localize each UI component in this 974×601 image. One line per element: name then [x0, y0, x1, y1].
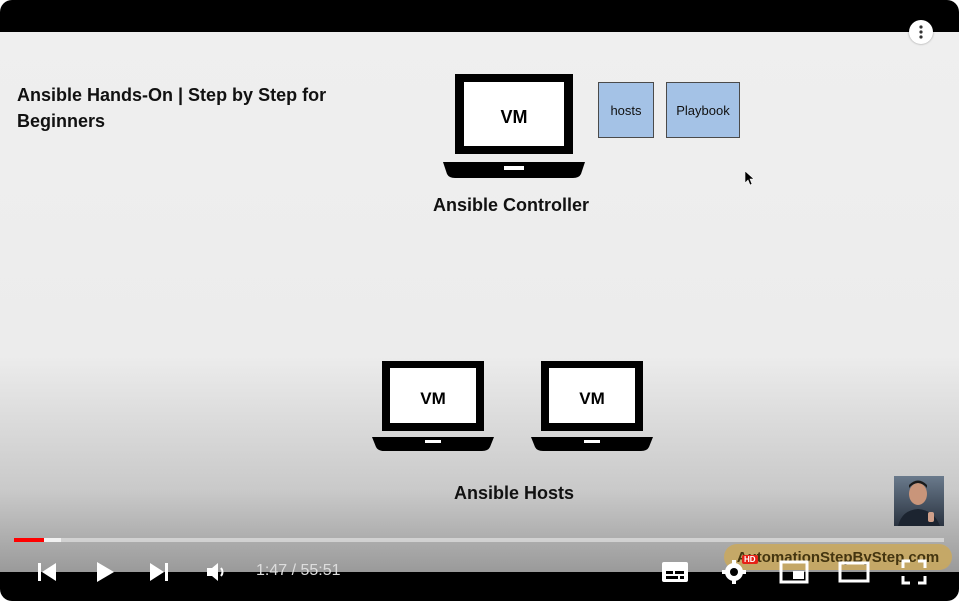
progress-bar[interactable] — [14, 538, 944, 542]
controller-laptop-icon — [443, 74, 585, 178]
host-vm-label: VM — [579, 389, 605, 408]
playbook-file-box: Playbook — [666, 82, 740, 138]
controller-caption: Ansible Controller — [433, 195, 590, 215]
miniplayer-icon[interactable] — [777, 557, 811, 587]
video-title: Ansible Hands-On | Step by Step for Begi… — [17, 85, 327, 131]
settings-icon[interactable] — [719, 557, 749, 587]
theater-icon[interactable] — [837, 557, 871, 587]
subtitles-icon[interactable] — [660, 557, 690, 587]
host-vm-label: VM — [420, 389, 446, 408]
mouse-cursor-icon — [744, 170, 755, 190]
hosts-caption: Ansible Hosts — [454, 483, 575, 503]
previous-icon[interactable] — [34, 559, 60, 585]
play-button[interactable] — [92, 559, 118, 585]
volume-icon[interactable] — [204, 559, 230, 585]
host-laptop-icon — [372, 361, 494, 451]
hd-badge: HD — [742, 555, 758, 564]
video-frame[interactable]: Ansible Hands-On | Step by Step for Begi… — [0, 32, 959, 572]
fullscreen-icon[interactable] — [899, 557, 929, 587]
more-options-icon[interactable] — [909, 20, 933, 44]
next-icon[interactable] — [146, 559, 172, 585]
time-display: 1:47 / 55:51 — [256, 562, 341, 579]
control-bar: 1:47 / 55:51 AutomationStepByStep.com HD — [0, 544, 959, 601]
host-laptop-icon — [531, 361, 653, 451]
played-bar — [14, 538, 44, 542]
hosts-file-box: hosts — [598, 82, 654, 138]
presenter-thumbnail — [894, 476, 944, 526]
controller-vm-label: VM — [500, 107, 528, 127]
play-icon — [97, 562, 114, 582]
